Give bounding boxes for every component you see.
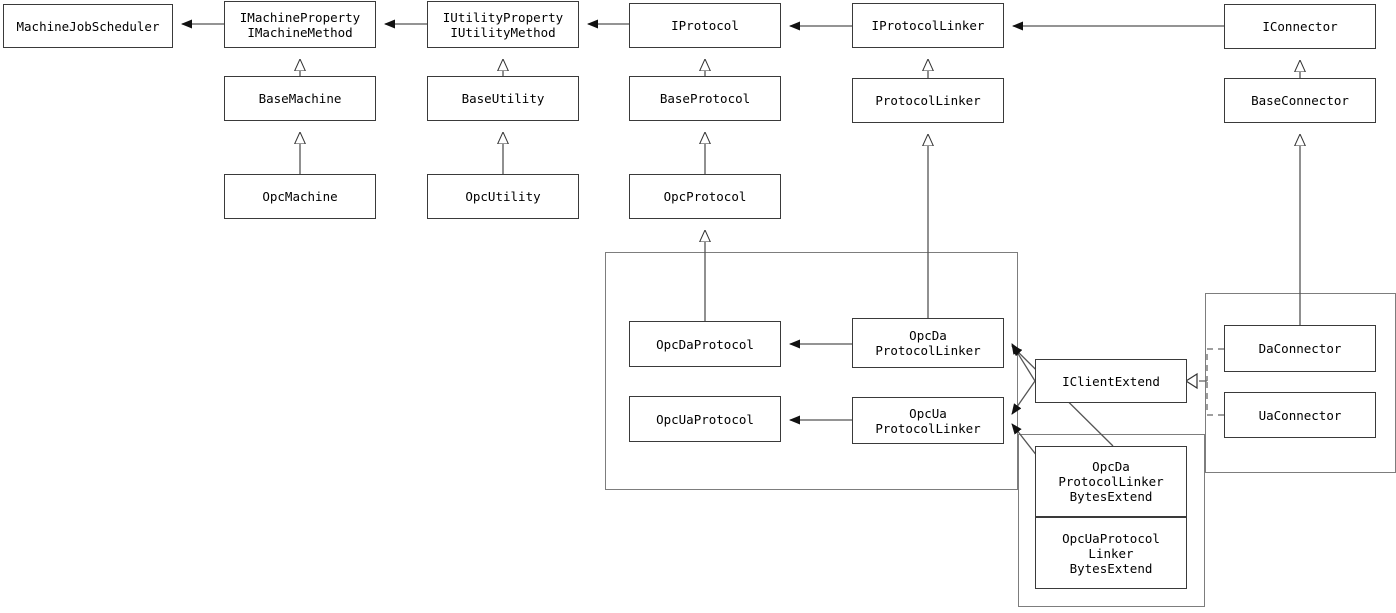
class-base-machine[interactable]: BaseMachine — [224, 76, 376, 121]
class-base-connector[interactable]: BaseConnector — [1224, 78, 1376, 123]
class-opc-ua-protocol-linker-bytes-extend[interactable]: OpcUaProtocol Linker BytesExtend — [1035, 517, 1187, 589]
class-opc-da-protocol[interactable]: OpcDaProtocol — [629, 321, 781, 367]
class-protocol-linker[interactable]: ProtocolLinker — [852, 78, 1004, 123]
class-opc-ua-protocol-linker[interactable]: OpcUa ProtocolLinker — [852, 397, 1004, 444]
class-iutility-property[interactable]: IUtilityProperty IUtilityMethod — [427, 1, 579, 48]
class-iprotocol-linker[interactable]: IProtocolLinker — [852, 3, 1004, 48]
class-opc-da-protocol-linker-bytes-extend[interactable]: OpcDa ProtocolLinker BytesExtend — [1035, 446, 1187, 517]
class-iconnector[interactable]: IConnector — [1224, 4, 1376, 49]
class-imachine-property[interactable]: IMachineProperty IMachineMethod — [224, 1, 376, 48]
group-connector — [1205, 293, 1396, 473]
class-base-protocol[interactable]: BaseProtocol — [629, 76, 781, 121]
class-base-utility[interactable]: BaseUtility — [427, 76, 579, 121]
class-opc-protocol[interactable]: OpcProtocol — [629, 174, 781, 219]
class-opc-da-protocol-linker[interactable]: OpcDa ProtocolLinker — [852, 318, 1004, 368]
class-da-connector[interactable]: DaConnector — [1224, 325, 1376, 372]
realization-arrowhead — [1184, 372, 1198, 390]
class-opc-machine[interactable]: OpcMachine — [224, 174, 376, 219]
class-opc-ua-protocol[interactable]: OpcUaProtocol — [629, 396, 781, 442]
class-iprotocol[interactable]: IProtocol — [629, 3, 781, 48]
class-ua-connector[interactable]: UaConnector — [1224, 392, 1376, 438]
class-opc-utility[interactable]: OpcUtility — [427, 174, 579, 219]
group-protocol — [605, 252, 1018, 490]
class-machine-job-scheduler[interactable]: MachineJobScheduler — [3, 4, 173, 48]
class-iclient-extend[interactable]: IClientExtend — [1035, 359, 1187, 403]
